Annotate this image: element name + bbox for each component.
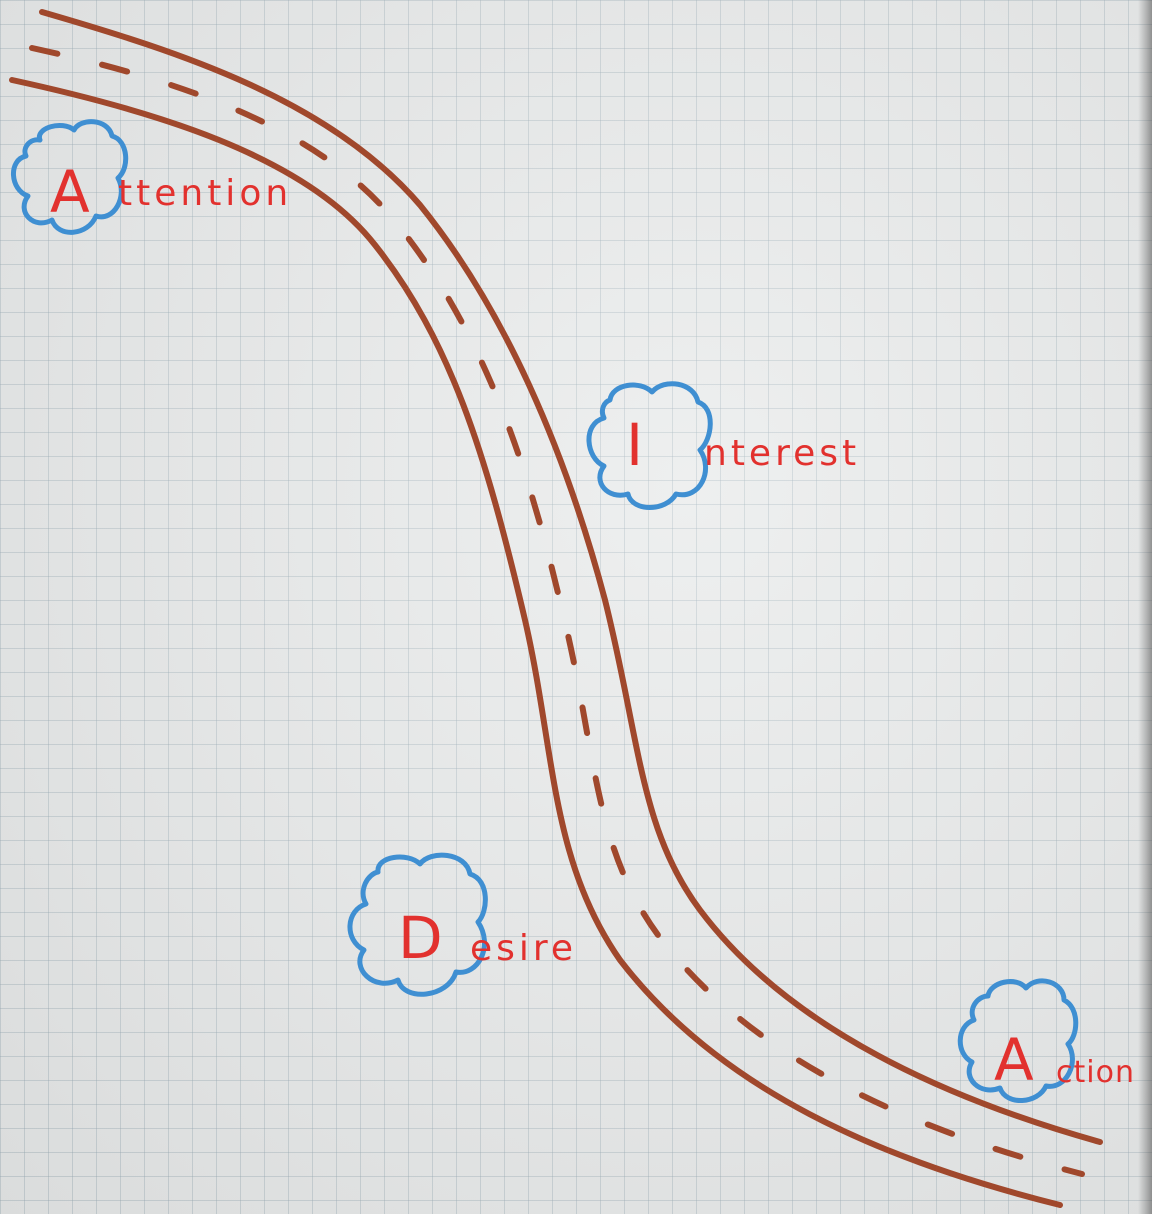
cloud-icon (957, 978, 1079, 1103)
stage-desire: D esire (347, 852, 577, 997)
stage-word-rest: nterest (704, 433, 860, 474)
road-center-dashes (29, 45, 1085, 1177)
road (9, 9, 1103, 1208)
stage-word-rest: ttention (118, 173, 292, 214)
stage-letter: I (626, 411, 643, 479)
stage-letter: A (50, 158, 90, 226)
road-edge-lower (9, 77, 1063, 1208)
board-edge (1138, 0, 1152, 1214)
stage-letter: A (994, 1026, 1034, 1094)
stage-word-rest: esire (470, 928, 577, 969)
cloud-icon (11, 119, 129, 235)
stage-letter: D (398, 904, 443, 972)
stage-attention: A ttention (11, 119, 292, 235)
cloud-icon (586, 381, 713, 510)
stage-word-rest: ction (1056, 1055, 1135, 1090)
cloud-icon (347, 852, 488, 997)
road-edge-upper (39, 9, 1103, 1145)
stage-action: A ction (957, 978, 1135, 1103)
stage-interest: I nterest (586, 381, 860, 510)
